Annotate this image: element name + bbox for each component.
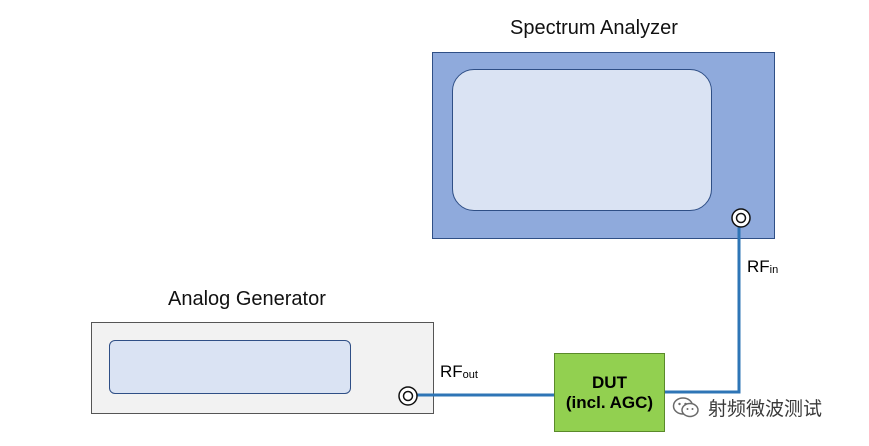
rf-out-connector-icon [398,386,418,406]
analog-generator-screen [109,340,351,394]
rf-in-label: RFin [747,257,778,277]
analog-generator-title: Analog Generator [168,288,326,310]
spectrum-analyzer-screen [452,69,712,211]
rf-in-label-main: RF [747,257,770,276]
cable-dut-to-analyzer [665,218,741,394]
rf-out-label-main: RF [440,362,463,381]
rf-in-label-sub: in [769,264,779,276]
rf-out-label-sub: out [462,369,478,381]
wechat-icon [672,396,699,417]
dut-label: DUT [592,372,627,392]
watermark: 射频微波测试 [672,394,822,421]
dut-box: DUT (incl. AGC) [554,353,665,432]
rf-out-label: RFout [440,362,478,382]
watermark-text: 射频微波测试 [708,399,823,420]
spectrum-analyzer-title: Spectrum Analyzer [510,17,678,39]
dut-sublabel: (incl. AGC) [565,392,654,412]
rf-in-connector-icon [731,208,751,228]
